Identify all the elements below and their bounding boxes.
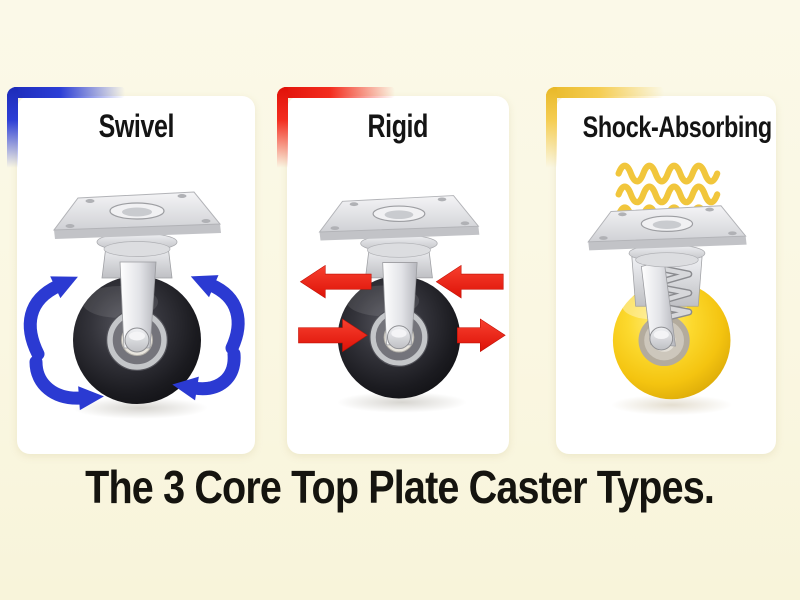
swivel-caster-illustration — [17, 96, 255, 454]
swivel-caster-icon — [23, 191, 245, 419]
top-plate — [318, 195, 480, 241]
shock-absorbing-caster-illustration — [556, 96, 776, 454]
caster-body — [587, 205, 747, 416]
panel-title-shock-absorbing: Shock-Absorbing — [582, 111, 773, 144]
top-plate — [52, 191, 222, 239]
fork — [631, 256, 703, 351]
shock-absorbing-caster-icon — [587, 162, 747, 416]
wheel-shadow — [72, 397, 208, 419]
rotation-arrows-icon — [23, 275, 245, 411]
shock-wave-line-2 — [615, 183, 721, 206]
rotation-arrow-left-up-icon — [23, 276, 78, 361]
rigid-caster-illustration — [287, 96, 509, 454]
rotation-arrow-right-down-icon — [172, 347, 241, 401]
rigid-caster-icon — [298, 195, 506, 413]
swivel-bearing — [96, 232, 178, 257]
swivel-bearing — [360, 234, 438, 258]
spring-coil — [645, 262, 693, 326]
caster-body — [318, 195, 480, 413]
panel-title-swivel: Swivel — [98, 108, 174, 144]
rotation-arrow-right-up-icon — [190, 275, 245, 355]
straight-arrow-middle-right-icon — [457, 318, 506, 353]
panel-rigid: Rigid — [277, 87, 509, 454]
caster-body — [52, 191, 222, 419]
panel-shock-absorbing: Shock-Absorbing — [546, 87, 776, 454]
swivel-bearing — [628, 244, 706, 268]
straight-arrows-icon — [298, 264, 506, 353]
straight-arrow-top-left-icon — [299, 264, 372, 299]
wheel-shadow — [336, 391, 467, 413]
caption-title: The 3 Core Top Plate Caster Types. — [85, 461, 716, 513]
wheel-shadow — [611, 394, 733, 416]
top-plate — [587, 205, 747, 251]
straight-arrow-middle-left-icon — [298, 318, 368, 353]
shock-wave-line-1 — [615, 162, 721, 185]
straight-arrow-top-right-icon — [435, 264, 504, 299]
panel-title-rigid: Rigid — [367, 108, 429, 144]
panel-swivel: Swivel — [7, 87, 255, 454]
rotation-arrow-left-down-icon — [29, 355, 104, 411]
